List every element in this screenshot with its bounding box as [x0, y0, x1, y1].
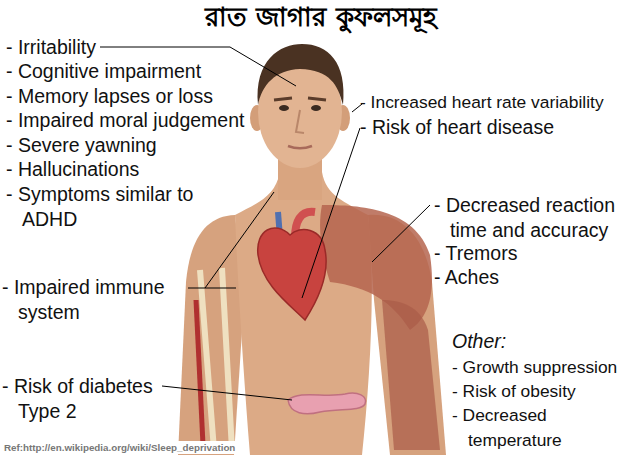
symptom-label: - Impaired immune system [2, 275, 202, 324]
symptom-label: - Tremors [434, 241, 634, 266]
leader-line [162, 386, 292, 400]
symptom-label: - Cognitive impairment [6, 59, 306, 84]
symptom-label: - Risk of diabetes Type 2 [2, 374, 177, 423]
symptom-label: - Risk of heart disease [360, 115, 630, 140]
symptom-label: - Increased heart rate variability [360, 90, 640, 115]
eye [279, 105, 289, 111]
reference-note: Ref:http://en.wikipedia.org/wiki/Sleep_d… [2, 441, 237, 454]
symptom-label: - Symptoms similar to ADHD [6, 182, 221, 231]
group-heading: Other: [452, 329, 632, 354]
leader-line [302, 128, 360, 298]
forearm-bones [200, 268, 232, 450]
symptom-label: - Hallucinations [6, 157, 306, 182]
symptom-label: - Growth suppression [452, 355, 640, 380]
leader-line [205, 192, 274, 288]
leader-line [188, 288, 236, 289]
nose [296, 110, 304, 133]
arm-muscles [382, 300, 440, 450]
symptom-label: - Aches [434, 265, 634, 290]
symptom-label: - Irritability [6, 35, 306, 60]
left-arm [178, 215, 244, 455]
symptom-label: - Risk of obesity [452, 379, 640, 404]
pancreas [288, 393, 366, 414]
symptom-label: - Severe yawning [6, 133, 306, 158]
mouth [288, 146, 312, 148]
symptom-label: - Decreased temperature [452, 403, 642, 452]
page-title: রাত জাগার কুফলসমূহ [0, 1, 642, 33]
symptom-label: - Impaired moral judgement [6, 108, 256, 133]
arm-vessel [196, 300, 203, 445]
eyebrows [274, 98, 326, 100]
leader-line [372, 205, 430, 262]
symptom-label: - Decreased reaction time and accuracy [434, 193, 634, 242]
hair [258, 44, 344, 105]
heart [258, 228, 326, 320]
symptom-label: - Memory lapses or loss [6, 84, 306, 109]
eye [311, 105, 321, 111]
